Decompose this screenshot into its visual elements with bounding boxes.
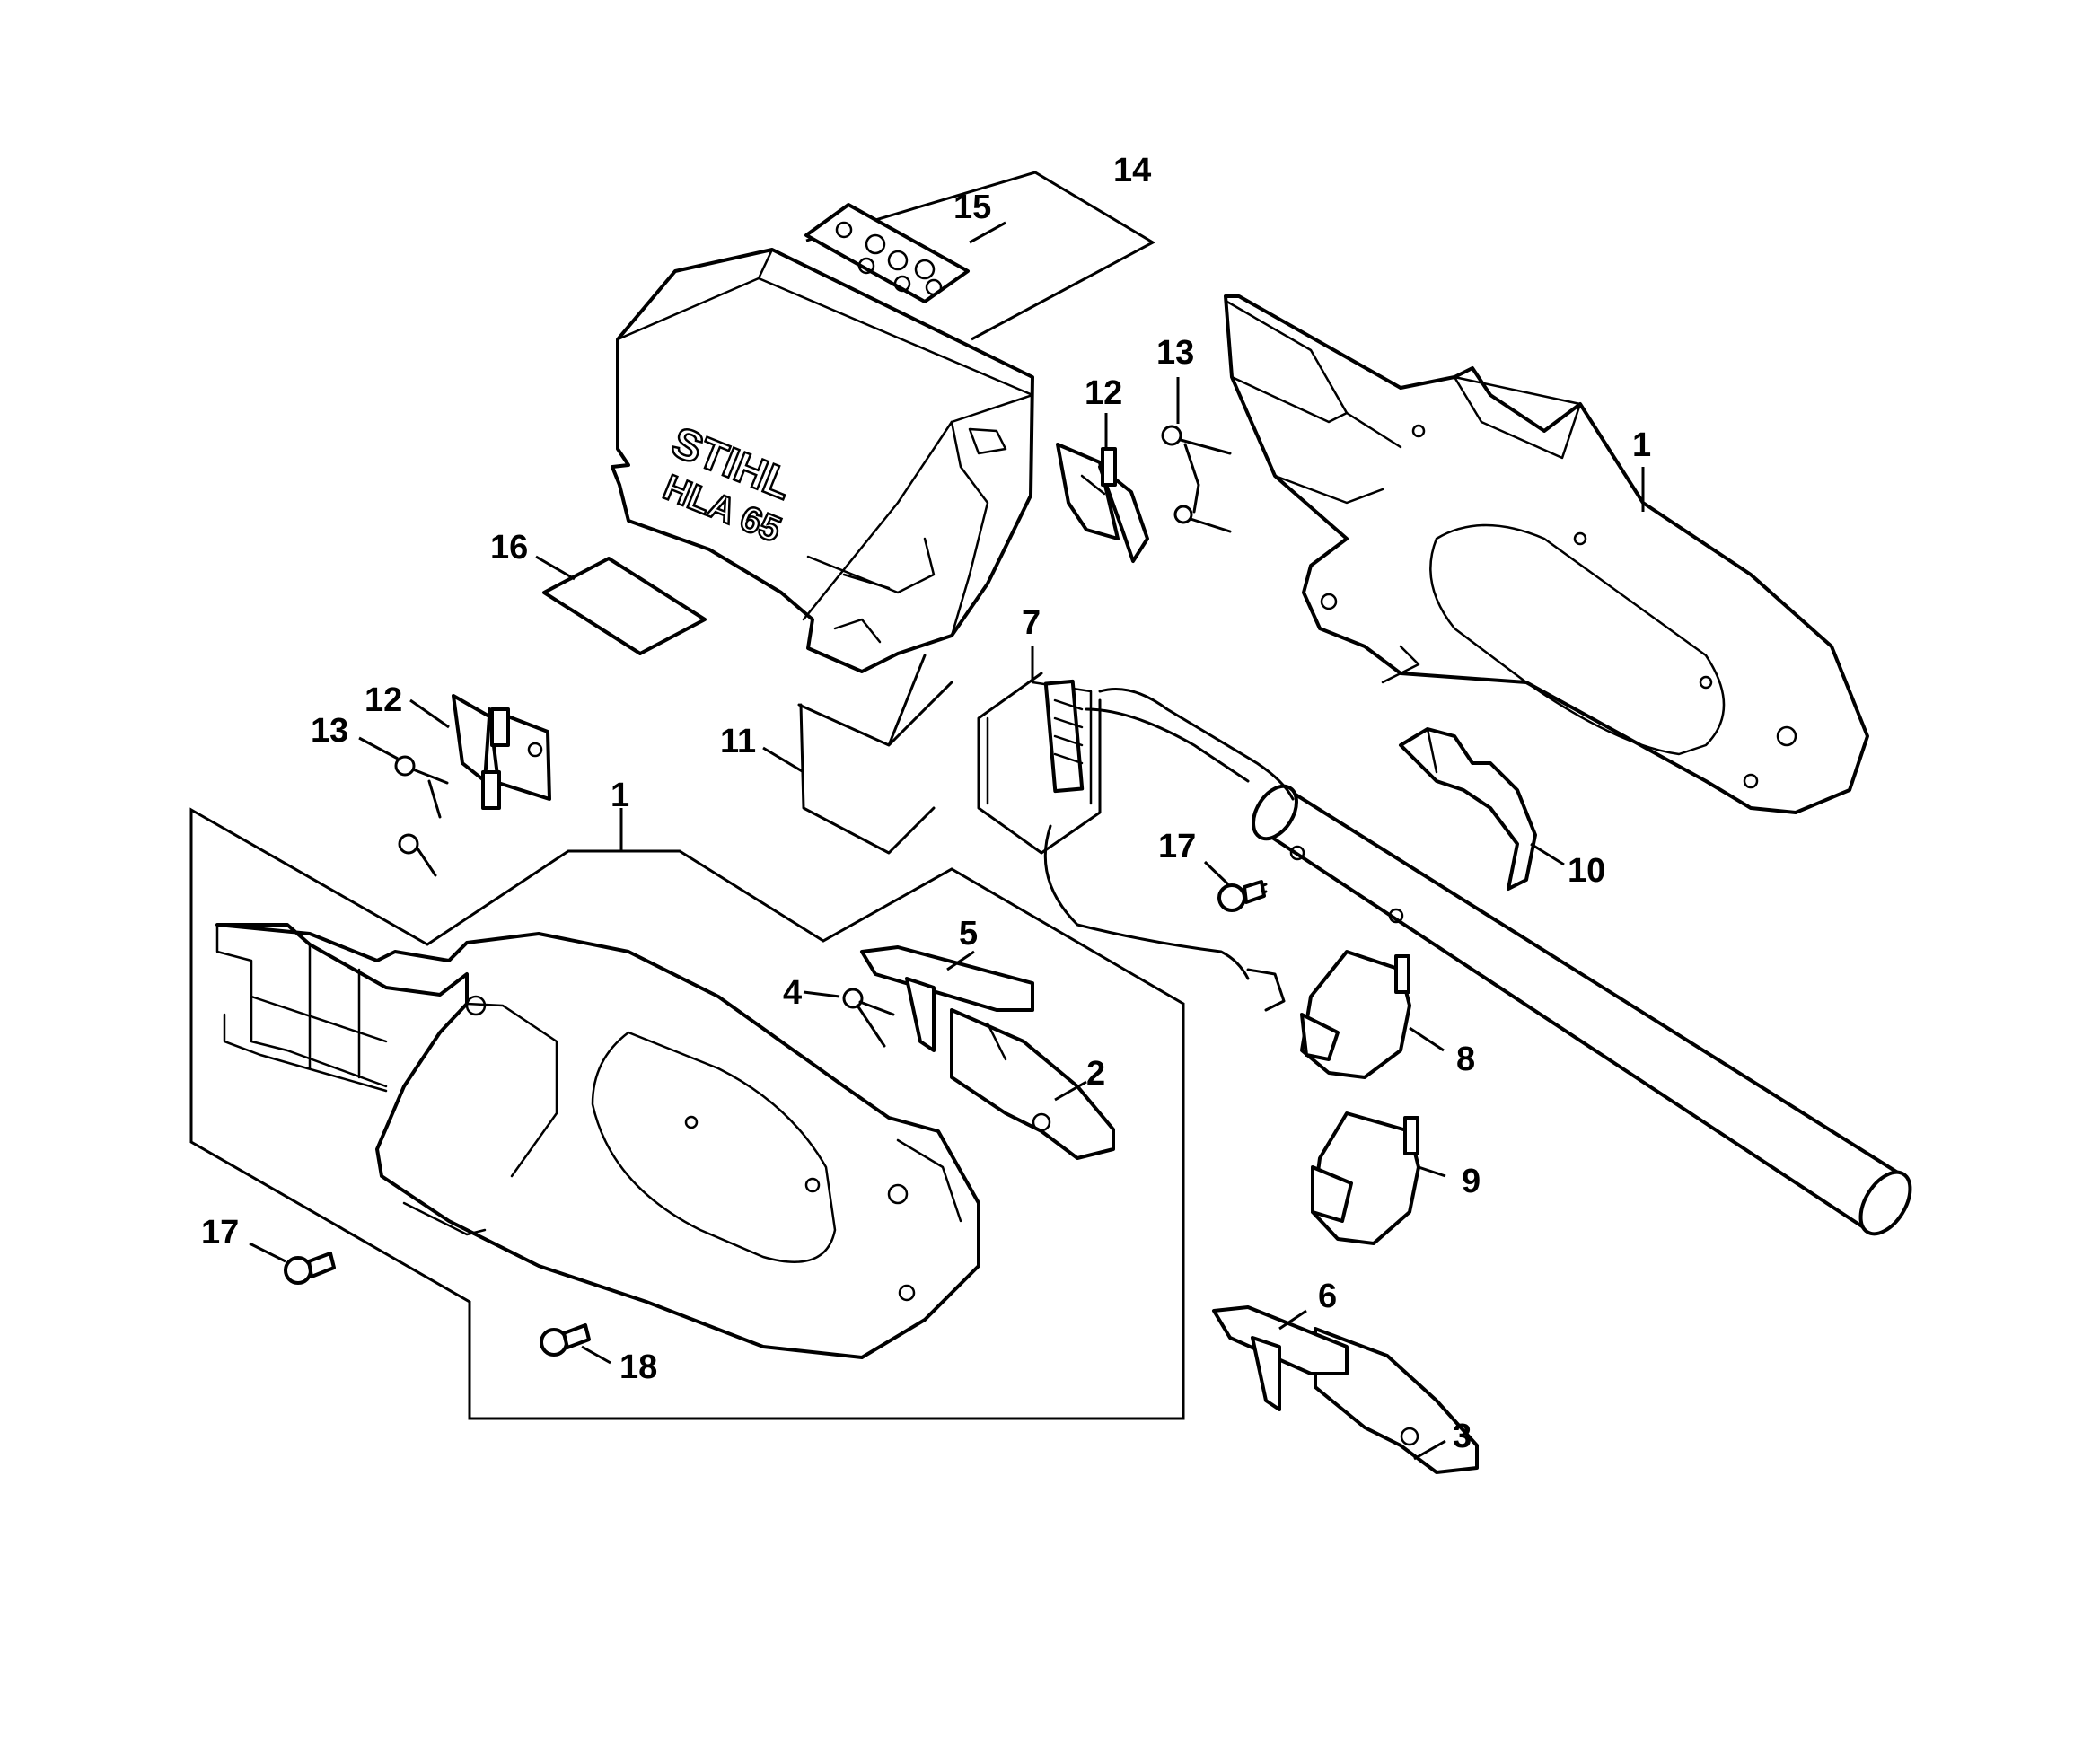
callout-12-upper: 12 xyxy=(1085,374,1122,412)
leader-8 xyxy=(1409,1026,1445,1052)
screw-left-17 xyxy=(284,1252,336,1285)
callout-7: 7 xyxy=(1022,604,1041,642)
lock-bar-upper xyxy=(860,945,1034,1052)
callout-16: 16 xyxy=(490,529,528,567)
leader-11 xyxy=(762,746,804,774)
leader-17-upper xyxy=(1203,860,1230,886)
callout-10: 10 xyxy=(1568,852,1605,890)
trigger-left xyxy=(950,1008,1115,1160)
group-frame-1-lower xyxy=(189,807,1185,1420)
leader-16 xyxy=(535,555,576,581)
small-spring xyxy=(842,988,895,1048)
callout-6: 6 xyxy=(1318,1278,1337,1315)
callout-8: 8 xyxy=(1456,1041,1475,1078)
leader-3 xyxy=(1413,1439,1446,1461)
callout-14: 14 xyxy=(1113,152,1151,189)
latch-upper xyxy=(1056,443,1149,563)
group-bracket-14 xyxy=(805,171,1156,341)
callout-2: 2 xyxy=(1086,1055,1105,1093)
leader-12-lower xyxy=(409,698,450,729)
callout-4: 4 xyxy=(783,974,802,1012)
leader-15 xyxy=(969,221,1006,244)
leader-13-lower xyxy=(358,736,399,760)
callout-5: 5 xyxy=(959,915,978,953)
leader-18 xyxy=(581,1345,611,1365)
callout-18: 18 xyxy=(619,1348,657,1386)
callout-13-upper: 13 xyxy=(1156,334,1194,372)
callout-1-upper: 1 xyxy=(1632,426,1651,464)
leader-9 xyxy=(1418,1165,1446,1178)
lock-bar-lower xyxy=(1212,1305,1349,1411)
handle-tube xyxy=(1252,784,1912,1236)
switch-lever xyxy=(1399,727,1537,891)
callout-13-lower: 13 xyxy=(311,712,348,750)
housing-cover: STIHL HLA 65 xyxy=(611,248,1034,673)
latch-lower xyxy=(452,694,551,810)
switch-module xyxy=(1246,950,1411,1079)
screw-upper-17 xyxy=(1217,880,1268,912)
leader-17-lower xyxy=(249,1242,286,1263)
callout-9: 9 xyxy=(1462,1163,1481,1200)
trigger-right xyxy=(1314,1327,1479,1474)
callout-12-lower: 12 xyxy=(365,681,402,719)
leader-6 xyxy=(1278,1309,1307,1331)
instruction-label xyxy=(542,557,707,655)
screw-18 xyxy=(540,1323,591,1357)
warning-label-plate xyxy=(804,203,970,303)
lower-handle-half xyxy=(215,923,980,1359)
callout-15: 15 xyxy=(953,189,991,226)
spring-wire xyxy=(797,654,953,855)
callout-3: 3 xyxy=(1453,1418,1472,1455)
leader-2 xyxy=(1054,1080,1087,1102)
upper-handle-half xyxy=(1224,294,1869,814)
callout-11: 11 xyxy=(720,723,756,760)
leader-5 xyxy=(946,950,975,971)
leader-10 xyxy=(1530,842,1565,866)
callout-1-lower: 1 xyxy=(611,777,629,814)
torsion-spring-upper xyxy=(1161,425,1232,533)
torsion-spring-lower xyxy=(394,755,449,877)
callout-17-lower: 17 xyxy=(201,1214,239,1252)
leader-4 xyxy=(803,990,840,998)
callout-17-upper: 17 xyxy=(1158,828,1196,865)
switch-module-alt xyxy=(1311,1111,1420,1245)
cable-harness xyxy=(977,672,1295,980)
